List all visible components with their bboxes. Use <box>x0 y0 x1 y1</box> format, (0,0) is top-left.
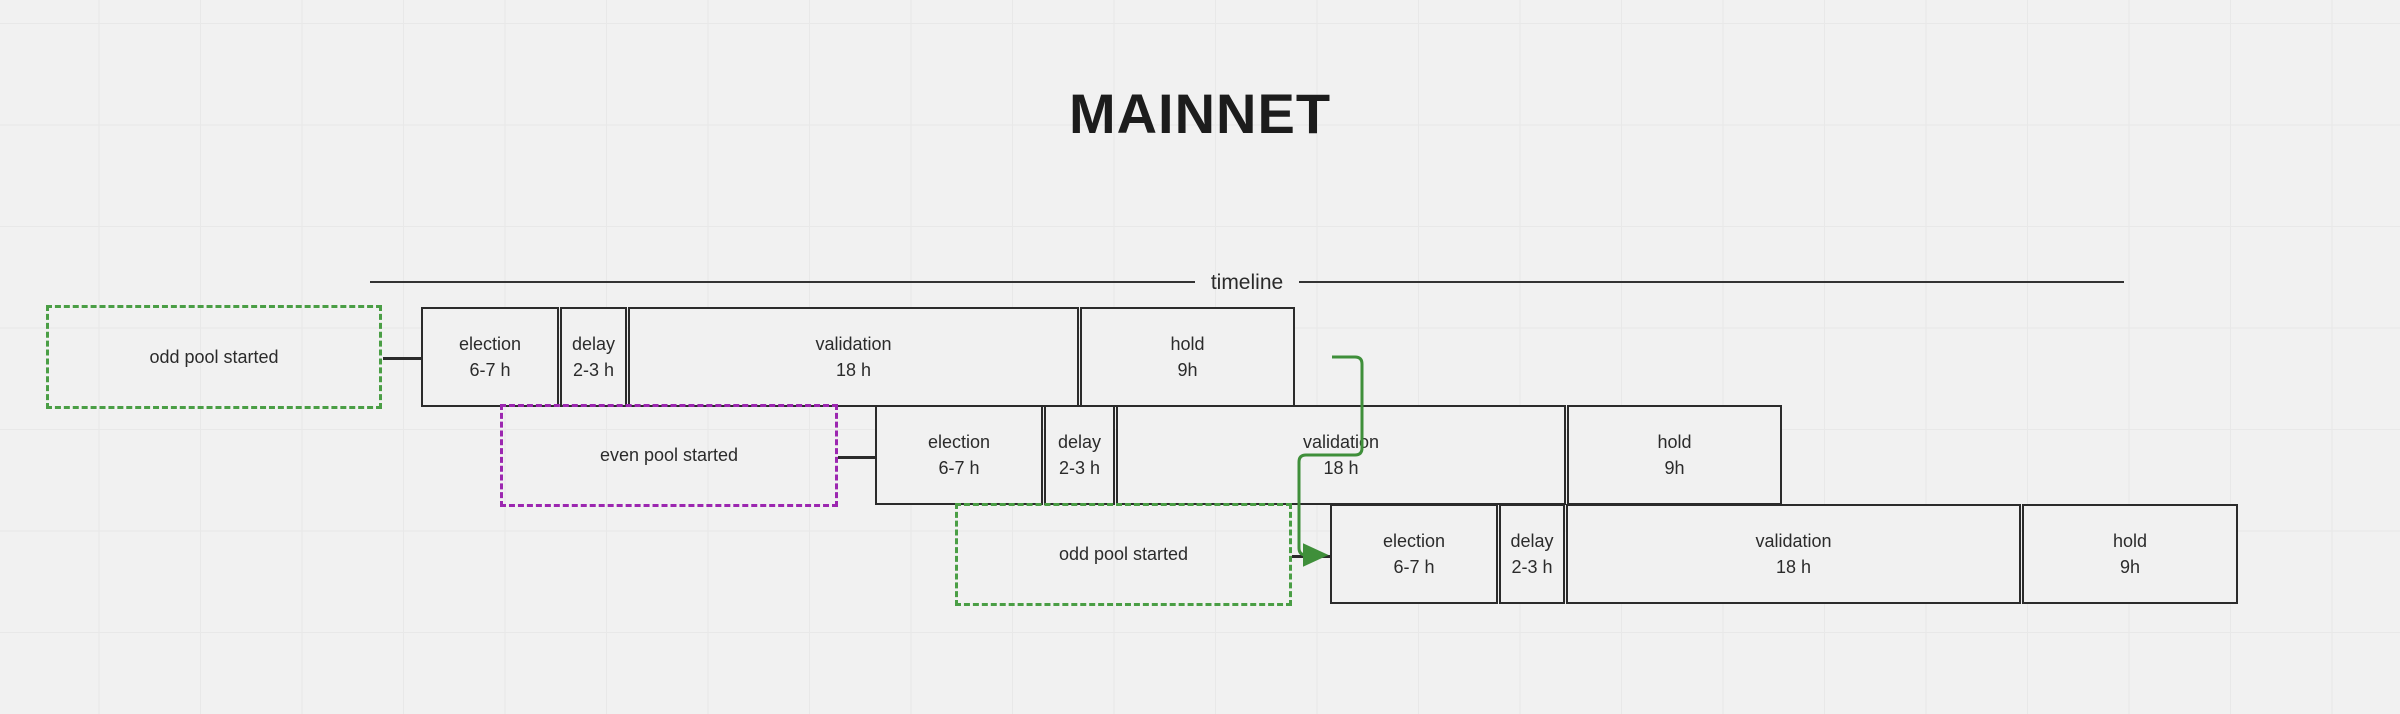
phase-name: delay <box>1057 431 1102 452</box>
phase-name: hold <box>1657 431 1692 452</box>
phase-validation[interactable]: validation 18 h <box>1566 504 2021 604</box>
phase-name: validation <box>815 333 892 354</box>
phase-duration: 9h <box>2119 557 2141 577</box>
phase-election[interactable]: election 6-7 h <box>1330 504 1498 604</box>
phase-name: election <box>458 333 522 354</box>
phase-duration: 6-7 h <box>938 458 980 478</box>
phase-delay[interactable]: delay 2-3 h <box>1044 405 1115 505</box>
phase-duration: 9h <box>1177 360 1198 380</box>
note-label: odd pool started <box>149 346 279 367</box>
phase-duration: 18 h <box>835 360 872 380</box>
phase-duration: 2-3 h <box>1511 557 1553 577</box>
phase-name: validation <box>1755 530 1832 551</box>
note-odd-pool-started-1[interactable]: odd pool started <box>46 305 382 409</box>
phase-duration: 2-3 h <box>572 360 615 380</box>
phase-hold[interactable]: hold 9h <box>1080 307 1295 407</box>
phase-name: hold <box>2112 530 2148 551</box>
page-title: MAINNET <box>1068 82 1332 145</box>
timeline-line-right <box>1299 281 2124 283</box>
phase-name: delay <box>571 333 616 354</box>
phase-election[interactable]: election 6-7 h <box>421 307 559 407</box>
connector-note1-to-row1 <box>383 357 423 360</box>
phase-row-3: election 6-7 h delay 2-3 h validation 18… <box>1330 504 2238 604</box>
phase-name: delay <box>1510 530 1554 551</box>
phase-duration: 2-3 h <box>1058 458 1101 478</box>
phase-election[interactable]: election 6-7 h <box>875 405 1043 505</box>
phase-hold[interactable]: hold 9h <box>1567 405 1782 505</box>
phase-duration: 18 h <box>1323 458 1359 478</box>
phase-duration: 9h <box>1664 458 1685 478</box>
phase-duration: 18 h <box>1775 557 1812 577</box>
timeline-axis: timeline <box>370 262 2124 302</box>
phase-delay[interactable]: delay 2-3 h <box>560 307 627 407</box>
note-even-pool-started[interactable]: even pool started <box>500 404 838 507</box>
phase-hold[interactable]: hold 9h <box>2022 504 2238 604</box>
timeline-line-left <box>370 281 1195 283</box>
timeline-label: timeline <box>1210 270 1284 294</box>
phase-row-1: election 6-7 h delay 2-3 h validation 18… <box>421 307 1295 407</box>
phase-duration: 6-7 h <box>469 360 511 380</box>
note-label: odd pool started <box>1058 544 1189 564</box>
note-odd-pool-started-2[interactable]: odd pool started <box>955 503 1292 606</box>
phase-name: election <box>927 431 991 452</box>
connector-note2-to-row2 <box>838 456 877 459</box>
phase-validation[interactable]: validation 18 h <box>628 307 1079 407</box>
phase-name: election <box>1382 530 1446 551</box>
phase-validation[interactable]: validation 18 h <box>1116 405 1566 505</box>
phase-duration: 6-7 h <box>1393 557 1435 577</box>
phase-delay[interactable]: delay 2-3 h <box>1499 504 1565 604</box>
connector-note3-to-row3 <box>1292 555 1332 558</box>
phase-row-2: election 6-7 h delay 2-3 h validation 18… <box>875 405 1782 505</box>
phase-name: validation <box>1302 431 1380 452</box>
note-label: even pool started <box>599 445 739 465</box>
phase-name: hold <box>1170 333 1205 354</box>
